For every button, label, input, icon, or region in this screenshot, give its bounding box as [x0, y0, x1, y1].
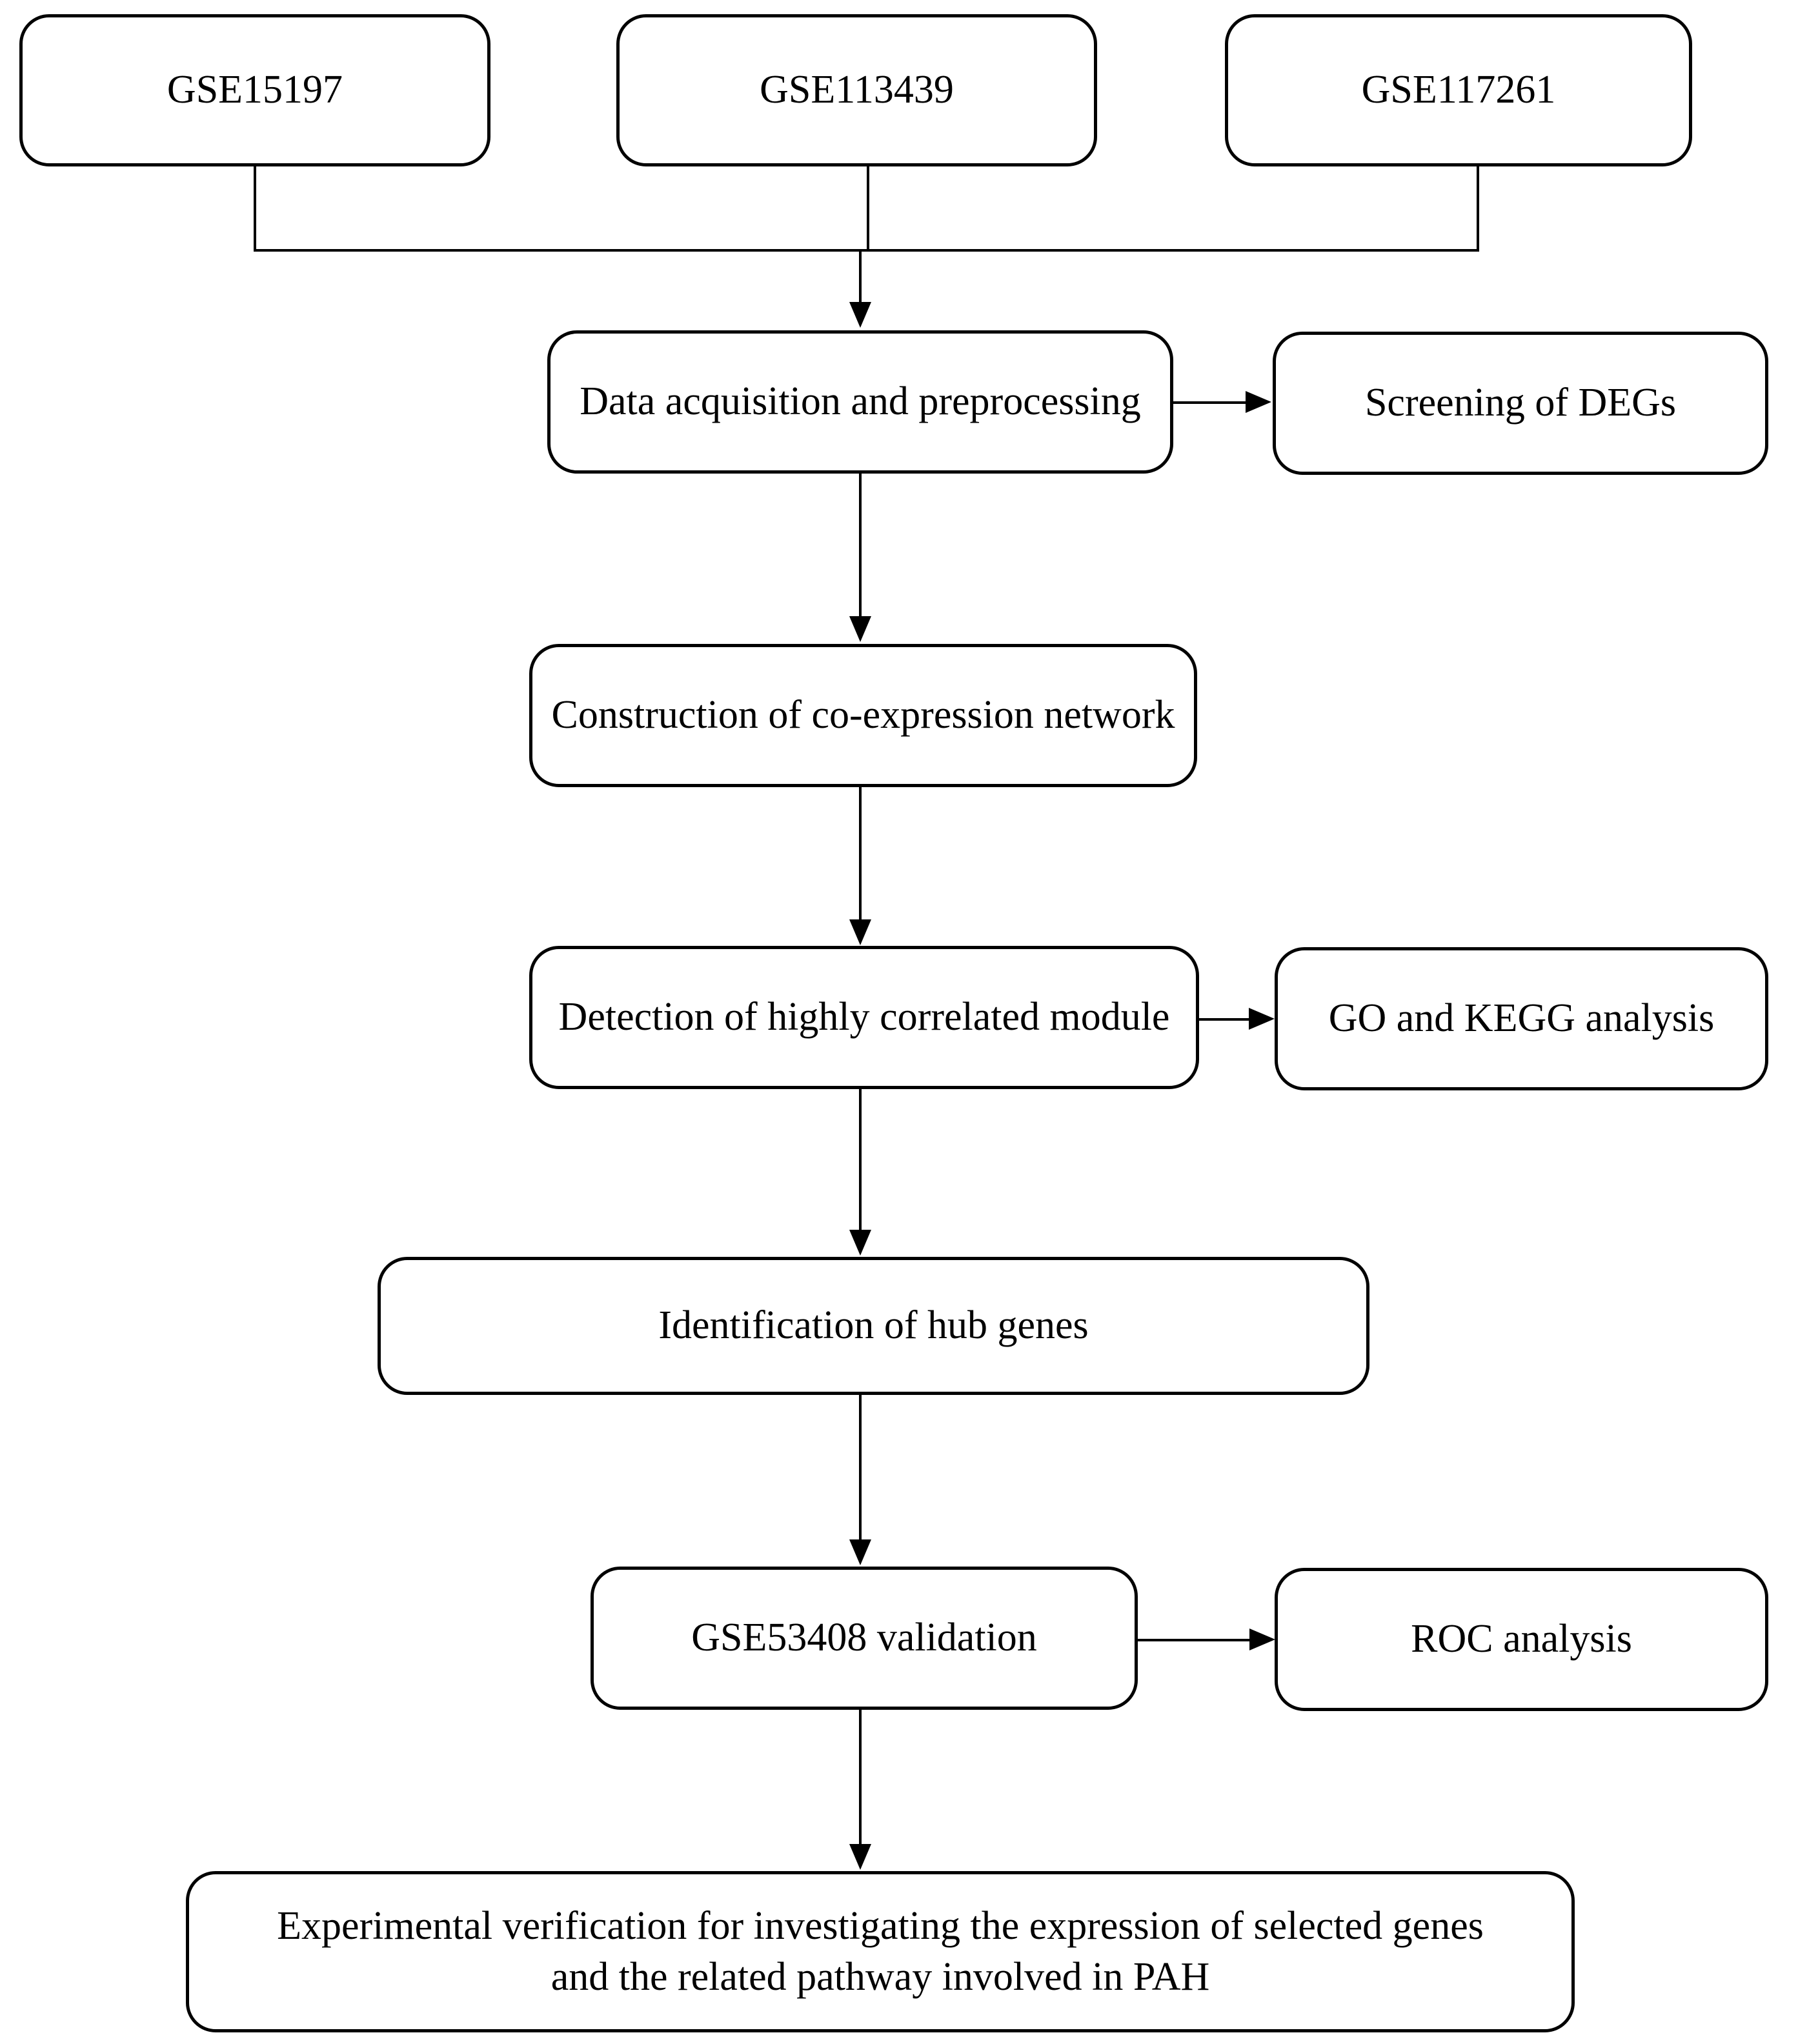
connector-gse53408-to-roc — [1138, 1639, 1253, 1641]
arrow-module-to-hub-head — [849, 1230, 871, 1256]
node-gse113439-label: GSE113439 — [760, 68, 954, 112]
node-data-acquisition-and-preprocessing[interactable]: Data acquisition and preprocessing — [547, 330, 1173, 474]
arrow-gse53408-to-experiment-head — [849, 1844, 871, 1870]
node-go-and-kegg-analysis[interactable]: GO and KEGG analysis — [1275, 947, 1768, 1090]
node-data-acquisition-and-preprocessing-label: Data acquisition and preprocessing — [580, 379, 1141, 424]
node-screening-of-degs-label: Screening of DEGs — [1364, 381, 1677, 425]
node-experimental-verification-label: Experimental verification for investigat… — [277, 1903, 1484, 1999]
node-gse53408-validation-label: GSE53408 validation — [691, 1616, 1037, 1660]
arrow-gse53408-to-roc-head — [1249, 1628, 1275, 1650]
node-identification-of-hub-genes[interactable]: Identification of hub genes — [378, 1257, 1369, 1395]
connector-bus-to-acquire — [859, 249, 862, 307]
node-detection-of-highly-correlated-module[interactable]: Detection of highly correlated module — [529, 946, 1199, 1089]
connector-acquire-to-degs — [1173, 401, 1249, 404]
node-gse117261[interactable]: GSE117261 — [1225, 14, 1692, 166]
connector-network-to-module — [859, 787, 862, 923]
node-gse117261-label: GSE117261 — [1361, 68, 1556, 112]
node-roc-analysis-label: ROC analysis — [1411, 1617, 1632, 1661]
arrow-bus-to-acquire-head — [849, 302, 871, 328]
connector-source-bus — [254, 249, 1479, 252]
arrow-acquire-to-degs-head — [1246, 391, 1271, 413]
node-identification-of-hub-genes-label: Identification of hub genes — [658, 1303, 1089, 1348]
node-go-and-kegg-analysis-label: GO and KEGG analysis — [1328, 996, 1715, 1041]
connector-gse113439-drop — [867, 165, 869, 250]
connector-gse117261-drop — [1477, 165, 1479, 250]
connector-module-to-hub — [859, 1089, 862, 1232]
arrow-module-to-gokegg-head — [1249, 1008, 1275, 1030]
node-gse53408-validation[interactable]: GSE53408 validation — [591, 1567, 1138, 1710]
node-construction-of-co-expression-network-label: Construction of co-expression network — [551, 693, 1175, 737]
node-experimental-verification[interactable]: Experimental verification for investigat… — [186, 1871, 1575, 2032]
node-gse15197-label: GSE15197 — [167, 68, 343, 112]
connector-gse53408-to-experiment — [859, 1710, 862, 1847]
connector-acquire-to-network — [859, 472, 862, 619]
node-construction-of-co-expression-network[interactable]: Construction of co-expression network — [529, 644, 1197, 787]
arrow-acquire-to-network-head — [849, 616, 871, 642]
arrow-hub-to-gse53408-head — [849, 1539, 871, 1565]
connector-module-to-gokegg — [1199, 1018, 1252, 1021]
node-detection-of-highly-correlated-module-label: Detection of highly correlated module — [558, 995, 1170, 1039]
connector-gse15197-drop — [254, 165, 256, 250]
node-screening-of-degs[interactable]: Screening of DEGs — [1273, 332, 1768, 475]
arrow-network-to-module-head — [849, 919, 871, 945]
node-roc-analysis[interactable]: ROC analysis — [1275, 1568, 1768, 1711]
connector-hub-to-gse53408 — [859, 1395, 862, 1542]
node-gse15197[interactable]: GSE15197 — [19, 14, 490, 166]
node-gse113439[interactable]: GSE113439 — [616, 14, 1097, 166]
